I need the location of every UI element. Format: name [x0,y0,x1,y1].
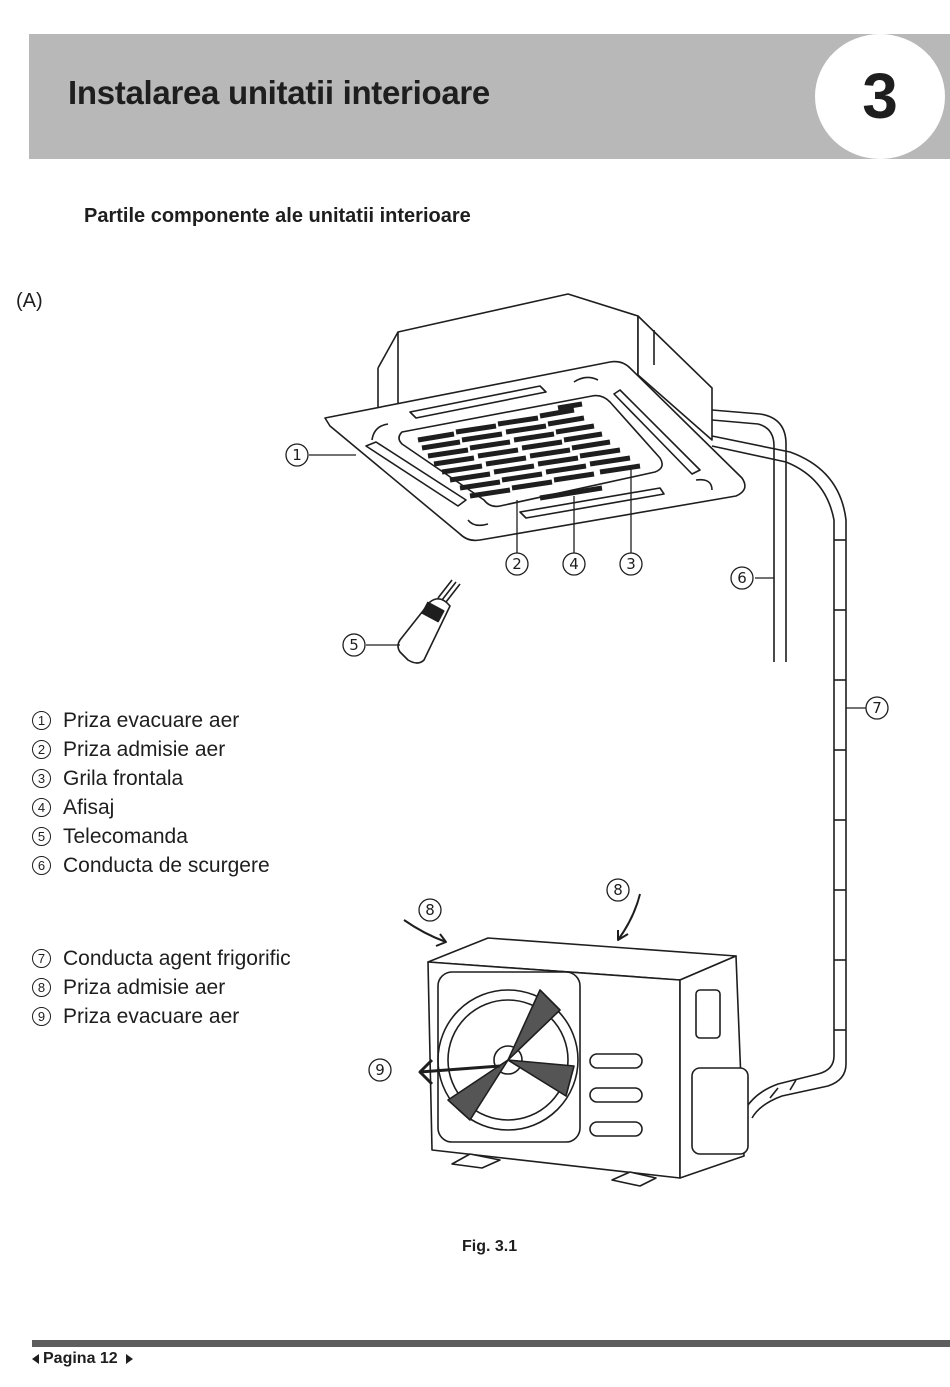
legend-label: Priza admisie aer [63,737,226,761]
legend-item: 1 Priza evacuare aer [32,706,270,735]
callout-2: 2 [512,555,522,573]
footer-pagination: Pagina 12 [32,1350,133,1368]
callout-8-left: 8 [425,901,435,919]
callout-1: 1 [292,446,302,464]
header-band [29,34,950,159]
legend-item: 2 Priza admisie aer [32,735,270,764]
legend-number: 7 [32,949,51,968]
airflow-arrows [403,893,641,1086]
chapter-badge [815,34,945,159]
legend-item: 8 Priza admisie aer [32,973,291,1002]
legend-label: Telecomanda [63,824,188,848]
legend-item: 4 Afisaj [32,793,270,822]
legend-item: 3 Grila frontala [32,764,270,793]
legend-number: 4 [32,798,51,817]
intake-grille [417,401,641,501]
legend-label: Priza evacuare aer [63,1004,240,1028]
legend-label: Priza evacuare aer [63,708,240,732]
callout-leaders [309,454,866,709]
legend-label: Conducta agent frigorific [63,946,291,970]
legend-number: 8 [32,978,51,997]
prev-page-icon[interactable] [32,1354,39,1364]
legend-number: 5 [32,827,51,846]
callout-6: 6 [737,569,747,587]
legend-number: 1 [32,711,51,730]
legend-number: 2 [32,740,51,759]
callout-4: 4 [569,555,579,573]
legend-label: Grila frontala [63,766,184,790]
legend-outdoor: 7 Conducta agent frigorific 8 Priza admisi… [32,944,291,1031]
callout-7: 7 [872,699,882,717]
callout-8-top: 8 [613,881,623,899]
legend-number: 3 [32,769,51,788]
legend-number: 9 [32,1007,51,1026]
callout-markers [285,443,889,1082]
chapter-number: 3 [862,60,898,132]
callout-9: 9 [375,1061,385,1079]
section-title: Partile componente ale unitatii interioa… [84,205,471,227]
legend-item: 5 Telecomanda [32,822,270,851]
legend-label: Afisaj [63,795,115,819]
next-page-icon[interactable] [125,1354,133,1364]
legend-label: Priza admisie aer [63,975,226,999]
legend-indoor: 1 Priza evacuare aer 2 Priza admisie aer 3… [32,706,270,880]
figure-caption: Fig. 3.1 [462,1238,518,1255]
callout-3: 3 [626,555,636,573]
legend-item: 9 Priza evacuare aer [32,1002,291,1031]
footer-rule [32,1340,950,1347]
outdoor-unit [427,937,749,1187]
refrigerant-pipe [711,435,847,1119]
part-label: (A) [16,290,43,312]
legend-label: Conducta de scurgere [63,853,270,877]
page-number: Pagina 12 [43,1350,118,1367]
remote-control [397,579,461,664]
legend-item: 7 Conducta agent frigorific [32,944,291,973]
legend-item: 6 Conducta de scurgere [32,851,270,880]
cassette-panel [324,360,746,542]
drain-pipe [711,409,787,662]
legend-number: 6 [32,856,51,875]
callout-5: 5 [349,636,359,654]
page-title: Instalarea unitatii interioare [68,74,490,111]
